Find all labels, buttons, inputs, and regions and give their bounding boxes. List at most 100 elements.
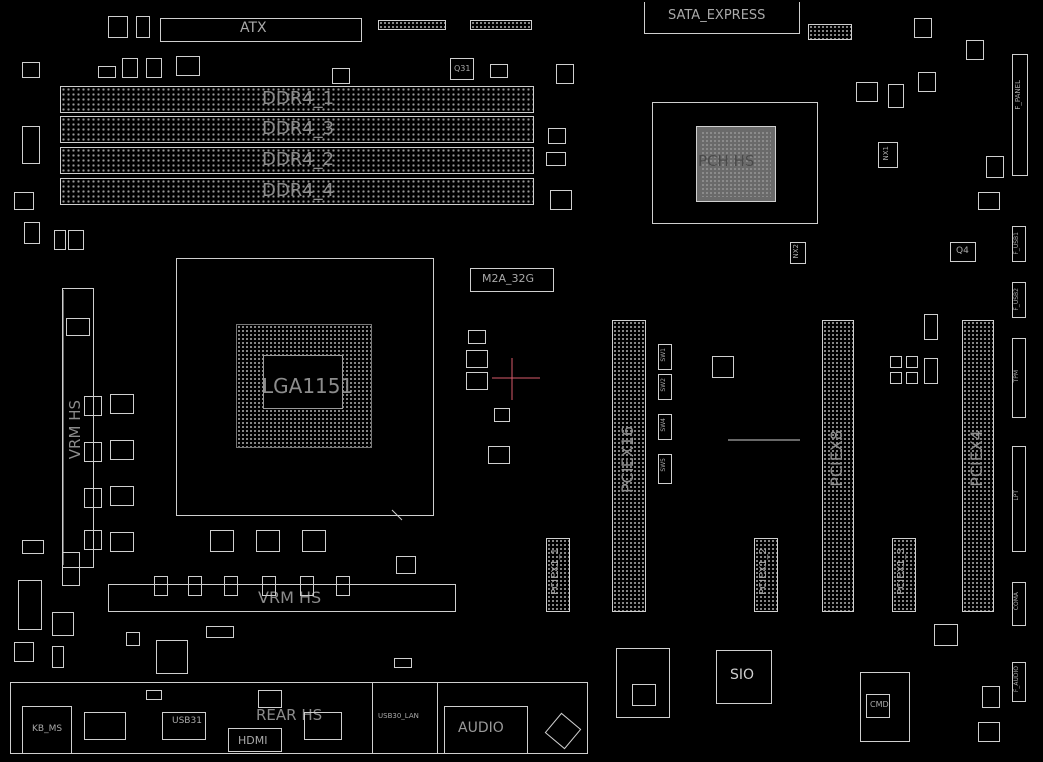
front-usb2-header[interactable] (1012, 282, 1026, 318)
component-qau1 (466, 350, 488, 368)
mosfet-b5 (300, 576, 314, 596)
choke-6 (84, 442, 102, 462)
component-bl-5 (52, 646, 64, 668)
ddr4-slot-2 (60, 147, 534, 174)
pciex1-2-label: PCIEX1_2 (758, 548, 769, 595)
nx2-label: NX2 (792, 244, 800, 259)
sw1-switch[interactable] (658, 344, 672, 370)
lpt-label: LPT (1013, 490, 1020, 501)
com-a-header[interactable] (1012, 582, 1026, 626)
component-dau1 (466, 372, 488, 390)
sw5-label: SW5 (660, 458, 667, 472)
choke-b2 (256, 530, 280, 552)
component-vl-7 (52, 612, 74, 636)
choke-4 (110, 532, 134, 552)
component-vl-3 (54, 230, 66, 250)
pch-chip (696, 126, 776, 202)
front-usb2-label: F_USB2 (1013, 288, 1020, 311)
usb-port-1 (84, 712, 126, 740)
ddr4-slot-3 (60, 116, 534, 143)
tpm-header[interactable] (1012, 338, 1026, 418)
component-tl-13 (546, 152, 566, 166)
ssau1-chip (156, 640, 188, 674)
top-header-1 (378, 20, 446, 30)
usb31-label: USB31 (172, 716, 202, 726)
component-tl-2 (122, 58, 138, 78)
sw4-switch[interactable] (658, 414, 672, 440)
mosfet-b1 (154, 576, 168, 596)
tpm-header-label: TPM (1013, 370, 1020, 383)
component-q31 (450, 58, 474, 80)
component-vl-2 (24, 222, 40, 244)
component-q4 (950, 242, 976, 262)
component-tl-3 (146, 58, 162, 78)
component-rt-6 (986, 156, 1004, 178)
com-a-label: COMA (1013, 592, 1020, 611)
ddr4-1-label: DDR4_1 (262, 88, 335, 109)
cpu-socket-label: LGA1151 (262, 374, 354, 398)
mosfet-b6 (336, 576, 350, 596)
sata-express-connector (644, 2, 800, 34)
ssau2-chip (206, 626, 234, 638)
component-right-5 (906, 356, 918, 368)
sw2-switch[interactable] (658, 374, 672, 400)
component-lm1 (978, 722, 1000, 742)
component-cs-4 (396, 556, 416, 574)
component-cs-1 (488, 446, 510, 464)
ddr4-2-label: DDR4_2 (262, 149, 335, 170)
cmd-label: CMD (870, 700, 889, 709)
ddr4-4-label: DDR4_4 (262, 180, 335, 201)
pciex1-2-slot[interactable] (754, 538, 778, 612)
component-tl-7 (14, 192, 34, 210)
component-tl-4 (176, 56, 200, 76)
q4-label: Q4 (956, 246, 969, 256)
choke-2 (110, 440, 134, 460)
pciex1-3-slot[interactable] (892, 538, 916, 612)
choke-b1 (210, 530, 234, 552)
pciex1-1-slot[interactable] (546, 538, 570, 612)
usb30-lan-port (372, 682, 438, 754)
pciex1-1-label: PCIEX1_1 (550, 548, 561, 595)
front-usb1-label: F_USB1 (1013, 232, 1020, 255)
component-tl-12 (548, 128, 566, 144)
cpu-socket-outline (176, 258, 434, 516)
front-panel-header[interactable] (1012, 54, 1028, 176)
component-tl-9 (490, 64, 508, 78)
component-vl-4 (68, 230, 84, 250)
component-right-6 (906, 372, 918, 384)
cpu-socket-pins (236, 324, 372, 448)
kb-ms-port (22, 706, 72, 754)
component-rt-3 (918, 72, 936, 92)
component-vl-6 (18, 580, 42, 630)
ddr4-slot-1 (60, 86, 534, 113)
component-right-4 (890, 372, 902, 384)
front-audio-header[interactable] (1012, 662, 1026, 702)
pciex4-slot[interactable] (962, 320, 994, 612)
top-connector-1 (108, 16, 128, 38)
front-usb1-header[interactable] (1012, 226, 1026, 262)
m2-slot[interactable] (470, 268, 554, 292)
top-header-3 (808, 24, 852, 40)
component-cs-2 (468, 330, 486, 344)
hdmi-port (228, 728, 282, 752)
component-rt-5 (888, 84, 904, 108)
vrm-heatsink-bottom (108, 584, 456, 612)
component-bl-2 (146, 690, 162, 700)
sw5-switch[interactable] (658, 454, 672, 484)
pciex8-label: PCIEX8 (827, 430, 846, 487)
front-audio-label: F_AUDIO (1013, 666, 1020, 693)
usb-port-2 (304, 712, 342, 740)
pch-heatsink-outline (652, 102, 818, 224)
component-tl-5 (98, 66, 116, 78)
component-nx2 (790, 242, 806, 264)
component-tl-1 (22, 62, 40, 78)
lpt-header[interactable] (1012, 446, 1026, 552)
pciex8-slot[interactable] (822, 320, 854, 612)
pciex16-slot[interactable] (612, 320, 646, 612)
component-tl-10 (556, 64, 574, 84)
kb-ms-label: KB_MS (32, 724, 63, 734)
mosfet-b2 (188, 576, 202, 596)
pch-heatsink-label: PCH HS (698, 152, 755, 170)
choke-3 (110, 486, 134, 506)
component-vl-9 (62, 552, 80, 586)
